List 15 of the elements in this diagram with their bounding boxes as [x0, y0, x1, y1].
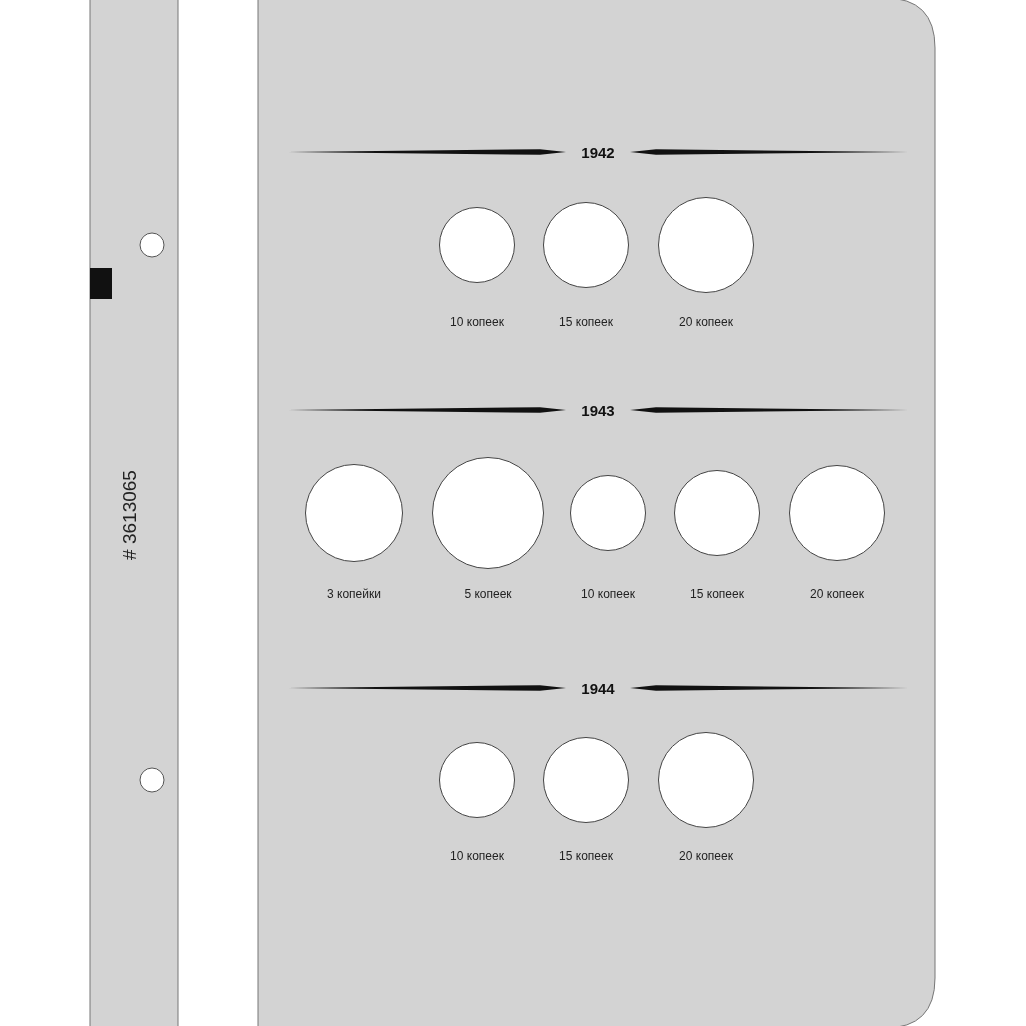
denomination-label: 15 копеек: [558, 849, 614, 863]
year-heading: 1944: [580, 679, 616, 697]
denomination-label: 10 копеек: [449, 849, 505, 863]
year-heading: 1943: [580, 401, 616, 419]
year-heading: 1942: [580, 143, 616, 161]
denomination-label: 10 копеек: [449, 315, 505, 329]
denomination-label: 20 копеек: [809, 587, 865, 601]
denomination-label: 20 копеек: [678, 315, 734, 329]
catalog-number: # 3613065: [118, 470, 141, 560]
denomination-label: 15 копеек: [689, 587, 745, 601]
denomination-label: 5 копеек: [463, 587, 513, 601]
denomination-label: 15 копеек: [558, 315, 614, 329]
denomination-label: 3 копейки: [326, 587, 382, 601]
denomination-label: 20 копеек: [678, 849, 734, 863]
denomination-label: 10 копеек: [580, 587, 636, 601]
